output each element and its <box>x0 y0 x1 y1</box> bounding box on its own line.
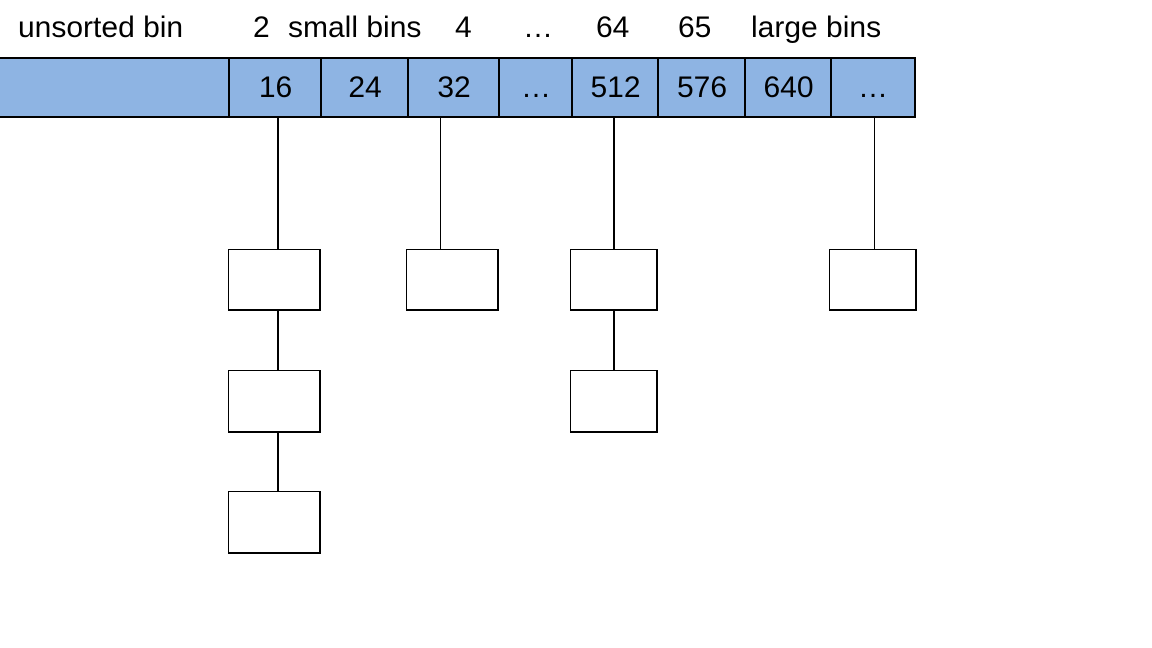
small-bins-label: small bins <box>288 11 422 44</box>
bin-64-label: 64 <box>596 11 630 44</box>
connector-large <box>874 118 875 250</box>
bin-2-label: 2 <box>253 11 270 44</box>
ellipsis-label: … <box>523 11 553 44</box>
bin-cell-large-ellipsis: … <box>830 57 916 118</box>
chunk-box <box>228 491 321 554</box>
bin-cell-512: 512 <box>571 57 658 118</box>
bin-cell-640: 640 <box>744 57 831 118</box>
chunk-box <box>406 249 499 311</box>
chunk-box <box>228 370 321 433</box>
bin-cell-576: 576 <box>657 57 745 118</box>
chunk-box <box>228 249 321 311</box>
large-bins-label: large bins <box>751 11 882 44</box>
chunk-box <box>570 370 658 433</box>
bin-cell-ellipsis: … <box>498 57 572 118</box>
bin-cell-24: 24 <box>320 57 408 118</box>
connector-512 <box>613 118 615 371</box>
connector-32 <box>440 118 441 250</box>
bin-cell-16: 16 <box>228 57 321 118</box>
bin-cell-32: 32 <box>407 57 499 118</box>
bin-4-label: 4 <box>455 11 472 44</box>
chunk-box <box>829 249 917 311</box>
chunk-box <box>570 249 658 311</box>
bin-65-label: 65 <box>678 11 712 44</box>
unsorted-bin-label: unsorted bin <box>18 11 184 44</box>
